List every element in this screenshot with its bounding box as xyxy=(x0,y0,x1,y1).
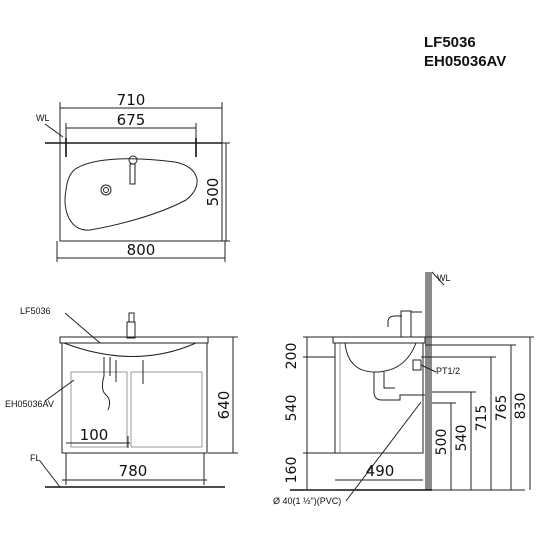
faucet-top-icon xyxy=(129,163,136,185)
dim-500-right: 500 xyxy=(434,429,450,456)
dim-765: 765 xyxy=(494,395,510,422)
dim-500: 500 xyxy=(204,178,222,207)
door-left xyxy=(70,371,128,448)
side-trap xyxy=(373,372,425,401)
side-basin-top xyxy=(332,336,426,344)
door-right xyxy=(130,371,203,448)
drain-spec-label: Ø 40(1 ½")(PVC) xyxy=(273,496,341,506)
side-faucet-spout xyxy=(387,315,402,327)
dim-675: 675 xyxy=(117,111,146,129)
side-faucet-body xyxy=(400,310,412,338)
dim-490: 490 xyxy=(366,462,395,480)
front-view: LF5036 EH05036AV FL 640 100 780 xyxy=(5,306,238,488)
bowl-outline xyxy=(64,158,198,231)
basin-model-code: LF5036 xyxy=(424,34,476,51)
side-wall-label: WL xyxy=(437,273,451,283)
dim-100: 100 xyxy=(80,426,109,444)
dim-830: 830 xyxy=(513,393,529,420)
cabinet-model-code: EH05036AV xyxy=(424,53,506,70)
faucet-handle xyxy=(128,312,135,323)
front-bowl xyxy=(63,342,197,357)
drain-hole xyxy=(100,184,112,196)
dim-800: 800 xyxy=(127,241,156,259)
side-wall xyxy=(425,272,432,490)
dim-160: 160 xyxy=(284,457,300,484)
dim-200: 200 xyxy=(284,343,300,370)
faucet-body xyxy=(126,321,136,339)
top-wall-label: WL xyxy=(36,113,50,123)
front-trap xyxy=(101,375,111,411)
top-view: WL 710 675 500 800 xyxy=(36,91,230,262)
valve-label: PT1/2 xyxy=(436,366,460,376)
dim-710: 710 xyxy=(117,91,146,109)
side-view: WL PT1/2 Ø 40(1 ½")(PVC) 200 540 160 xyxy=(273,271,534,506)
front-cabinet xyxy=(61,342,208,454)
dim-780: 780 xyxy=(119,462,148,480)
dim-640: 640 xyxy=(215,391,233,420)
front-basin-label: LF5036 xyxy=(20,306,51,316)
floor-label: FL xyxy=(30,453,41,463)
side-bowl xyxy=(344,342,417,373)
top-basin-outline xyxy=(59,142,223,242)
dim-540-right: 540 xyxy=(454,425,470,452)
dim-715: 715 xyxy=(474,405,490,432)
side-cabinet xyxy=(334,342,424,454)
faucet-hole xyxy=(128,155,138,165)
angle-valve xyxy=(412,359,422,371)
dim-540-left: 540 xyxy=(284,395,300,422)
front-cabinet-label: EH05036AV xyxy=(5,399,54,409)
